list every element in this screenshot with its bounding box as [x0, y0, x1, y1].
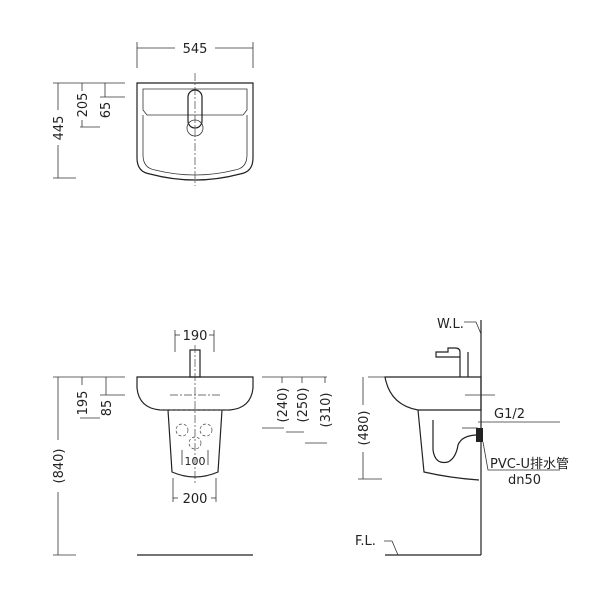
- dim-tap-offset: 205: [76, 93, 91, 118]
- dim-depth: 445: [52, 116, 67, 141]
- dim-supply-240: (240): [276, 388, 291, 423]
- top-view: 545 445 205 65: [52, 42, 254, 186]
- front-view: 190 100 200 (840) 195 85 (240) (250) (31…: [52, 329, 334, 556]
- trap-pipe: [432, 420, 479, 464]
- dim-tap-back: 65: [99, 102, 114, 119]
- dim-pedestal-width: 200: [183, 492, 208, 507]
- basin-front: [136, 376, 254, 411]
- dim-waste: 100: [185, 455, 206, 468]
- wall-label: W.L.: [437, 317, 464, 332]
- dim-basin-height: (480): [357, 411, 372, 446]
- faucet-side: [435, 347, 469, 377]
- dim-fixing: 195: [76, 391, 91, 416]
- dim-supply-250: (250): [296, 388, 311, 423]
- dim-supply-310: (310): [319, 393, 334, 428]
- basin-side: [384, 376, 482, 411]
- dim-width: 545: [183, 42, 208, 57]
- pedestal-side: [417, 409, 480, 481]
- dim-overflow: 85: [100, 400, 115, 417]
- supply-label: G1/2: [494, 407, 525, 422]
- dim-total-height: (840): [52, 449, 67, 484]
- floor-label: F.L.: [355, 534, 376, 549]
- dim-tap-spacing: 190: [183, 329, 208, 344]
- basin-outline-top: [136, 82, 254, 181]
- drain-size: dn50: [508, 473, 541, 488]
- drain-label: PVC-U排水管: [490, 457, 569, 472]
- wall-flange: [476, 428, 483, 442]
- side-view: W.L. F.L. (480) G1/2 PVC-U排水管 dn50: [355, 317, 569, 556]
